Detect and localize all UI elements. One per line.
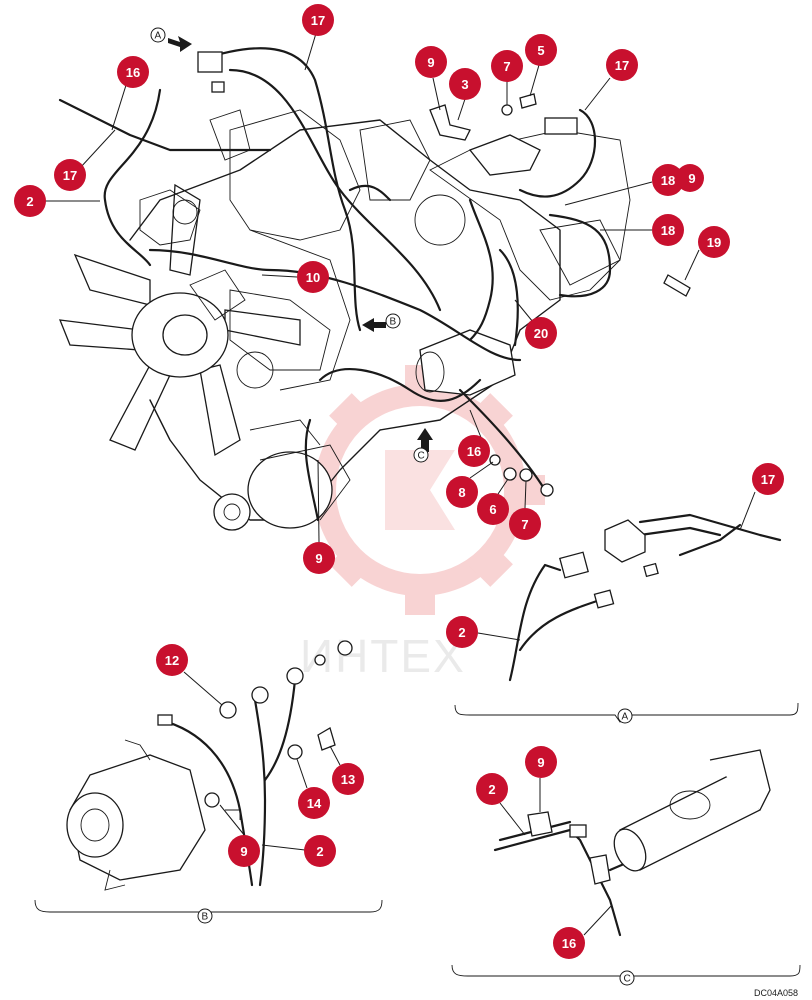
view-arrow-c: C (413, 428, 433, 463)
svg-text:B: B (390, 317, 397, 328)
watermark-logo: ИНТЕХ (295, 365, 545, 682)
svg-text:2: 2 (488, 782, 495, 797)
callout-17: 17 (302, 4, 334, 36)
callout-6: 6 (477, 493, 509, 525)
svg-text:16: 16 (562, 936, 576, 951)
svg-text:C: C (624, 974, 631, 985)
svg-text:17: 17 (615, 58, 629, 73)
svg-text:18: 18 (661, 223, 675, 238)
callout-2: 2 (446, 616, 478, 648)
svg-text:17: 17 (311, 13, 325, 28)
svg-text:9: 9 (427, 55, 434, 70)
svg-text:20: 20 (534, 326, 548, 341)
view-arrow-b: B (362, 313, 401, 332)
svg-text:2: 2 (316, 844, 323, 859)
svg-text:6: 6 (489, 502, 496, 517)
callout-10: 10 (297, 261, 329, 293)
callout-18: 18 (652, 214, 684, 246)
callout-2: 2 (476, 773, 508, 805)
callout-9: 9 (303, 542, 335, 574)
callout-17: 17 (606, 49, 638, 81)
callout-7: 7 (509, 508, 541, 540)
callout-9: 9 (415, 46, 447, 78)
svg-text:2: 2 (458, 625, 465, 640)
svg-text:C: C (418, 451, 425, 462)
cooling-fan (58, 183, 301, 457)
svg-text:8: 8 (458, 485, 465, 500)
svg-text:19: 19 (707, 235, 721, 250)
callout-3: 3 (449, 68, 481, 100)
callout-16: 16 (458, 435, 490, 467)
reference-code: DC04A058 (754, 988, 798, 998)
callouts: 16 17 17 2 9 3 7 5 17 9 18 18 19 10 20 1… (14, 4, 784, 959)
callout-2: 2 (14, 185, 46, 217)
callout-14: 14 (298, 787, 330, 819)
callout-5: 5 (525, 34, 557, 66)
callout-9: 9 (525, 746, 557, 778)
svg-text:13: 13 (341, 772, 355, 787)
svg-text:18: 18 (661, 173, 675, 188)
detail-view-b: B (34, 640, 383, 924)
starter-motor (247, 419, 351, 529)
svg-text:14: 14 (307, 796, 322, 811)
svg-text:A: A (622, 712, 629, 723)
svg-text:16: 16 (467, 444, 481, 459)
svg-text:2: 2 (26, 194, 33, 209)
svg-text:9: 9 (688, 171, 695, 186)
starter-solenoid (415, 329, 516, 396)
watermark-wordmark: ИНТЕХ (300, 630, 466, 682)
svg-text:7: 7 (503, 59, 510, 74)
engine-assembly (58, 47, 691, 531)
callout-16: 16 (117, 56, 149, 88)
svg-text:12: 12 (165, 653, 179, 668)
callout-2: 2 (304, 835, 336, 867)
callout-7: 7 (491, 50, 523, 82)
svg-text:B: B (202, 912, 209, 923)
svg-text:9: 9 (537, 755, 544, 770)
svg-text:16: 16 (126, 65, 140, 80)
callout-13: 13 (332, 763, 364, 795)
callout-8: 8 (446, 476, 478, 508)
starter-motor-detail (613, 749, 771, 872)
detail-view-a: A (454, 513, 799, 724)
detail-view-c: C (451, 749, 801, 986)
callout-17: 17 (752, 463, 784, 495)
callout-9: 9 (228, 835, 260, 867)
svg-text:5: 5 (537, 43, 544, 58)
callout-16: 16 (553, 927, 585, 959)
svg-text:A: A (155, 31, 162, 42)
callout-19: 19 (698, 226, 730, 258)
callout-18: 18 (652, 164, 684, 196)
svg-text:3: 3 (461, 77, 468, 92)
svg-text:7: 7 (521, 517, 528, 532)
view-arrow-a: A (150, 27, 192, 52)
svg-text:17: 17 (761, 472, 775, 487)
svg-text:10: 10 (306, 270, 320, 285)
callout-20: 20 (525, 317, 557, 349)
callout-17: 17 (54, 159, 86, 191)
callout-12: 12 (156, 644, 188, 676)
alternator (66, 739, 206, 891)
svg-text:9: 9 (240, 844, 247, 859)
svg-text:17: 17 (63, 168, 77, 183)
svg-text:9: 9 (315, 551, 322, 566)
